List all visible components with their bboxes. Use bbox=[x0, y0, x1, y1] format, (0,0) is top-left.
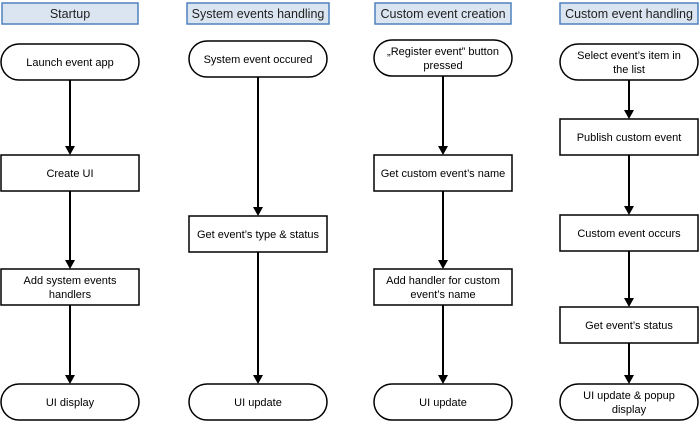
column-header-box bbox=[559, 2, 699, 25]
node-label: UI update bbox=[419, 397, 467, 409]
node-label: display bbox=[612, 404, 647, 416]
terminal-shape bbox=[0, 43, 140, 81]
node-label: UI update & popup bbox=[583, 390, 675, 402]
node-label: Launch event app bbox=[26, 57, 113, 69]
flow-arrowhead bbox=[624, 206, 634, 215]
flow-arrowhead bbox=[65, 146, 75, 155]
process-node: Custom event occurs bbox=[559, 214, 699, 252]
process-box bbox=[188, 215, 328, 253]
flow-arrowhead bbox=[624, 298, 634, 307]
terminal-node: UI update bbox=[373, 383, 513, 421]
terminal-node: System event occured bbox=[188, 40, 328, 78]
node-label: Get event’s type & status bbox=[197, 229, 320, 241]
terminal-node: UI display bbox=[0, 383, 140, 421]
flow-arrowhead bbox=[65, 260, 75, 269]
node-label: Custom event occurs bbox=[577, 228, 681, 240]
column-header-box bbox=[186, 2, 330, 25]
terminal-shape bbox=[373, 39, 513, 77]
node-label: Select event’s item in bbox=[577, 50, 681, 62]
process-box bbox=[559, 214, 699, 252]
process-node: Add system events handlers bbox=[0, 268, 140, 306]
column-header-label: Custom event handling bbox=[565, 7, 693, 21]
flow-arrowhead bbox=[438, 375, 448, 384]
node-label: „Register event” button bbox=[387, 46, 499, 58]
terminal-node: Select event’s item in the list bbox=[559, 43, 699, 81]
terminal-node: „Register event” button pressed bbox=[373, 39, 513, 77]
process-node: Create UI bbox=[0, 154, 140, 192]
column-header-label: System events handling bbox=[192, 7, 325, 21]
flow-arrowhead bbox=[438, 146, 448, 155]
node-label: UI update bbox=[234, 397, 282, 409]
terminal-node: UI update bbox=[188, 383, 328, 421]
column-header-label: Startup bbox=[50, 7, 90, 21]
node-label: event’s name bbox=[410, 289, 475, 301]
process-box bbox=[373, 268, 513, 306]
flow-arrowhead bbox=[624, 110, 634, 119]
process-node: Get event’s status bbox=[559, 306, 699, 344]
node-label: Publish custom event bbox=[577, 132, 682, 144]
process-box bbox=[559, 118, 699, 156]
column-header: Custom event handling bbox=[559, 2, 699, 25]
column-header-label: Custom event creation bbox=[380, 7, 505, 21]
terminal-shape bbox=[559, 43, 699, 81]
column-header-box bbox=[1, 2, 139, 25]
column-header-box bbox=[374, 2, 512, 25]
node-label: Get custom event’s name bbox=[381, 168, 506, 180]
flow-arrowhead bbox=[624, 375, 634, 384]
process-node: Publish custom event bbox=[559, 118, 699, 156]
flow-arrowhead bbox=[438, 260, 448, 269]
process-box bbox=[559, 306, 699, 344]
column-header: Custom event creation bbox=[374, 2, 512, 25]
terminal-node: UI update & popup display bbox=[559, 383, 699, 421]
node-label: System event occured bbox=[204, 54, 313, 66]
terminal-node: Launch event app bbox=[0, 43, 140, 81]
node-label: Create UI bbox=[46, 168, 93, 180]
flow-arrowhead bbox=[65, 375, 75, 384]
node-label: Add system events bbox=[24, 275, 117, 287]
node-label: the list bbox=[613, 64, 645, 76]
column-header: Startup bbox=[1, 2, 139, 25]
terminal-shape bbox=[188, 40, 328, 78]
node-label: handlers bbox=[49, 289, 92, 301]
process-node: Get custom event’s name bbox=[373, 154, 513, 192]
node-label: Get event’s status bbox=[585, 320, 673, 332]
flow-column-3: Custom event creation „Register event” bu… bbox=[373, 2, 513, 421]
process-node: Add handler for custom event’s name bbox=[373, 268, 513, 306]
flow-arrowhead bbox=[253, 375, 263, 384]
column-header: System events handling bbox=[186, 2, 330, 25]
node-label: Add handler for custom bbox=[386, 275, 500, 287]
process-box bbox=[373, 154, 513, 192]
node-label: UI display bbox=[46, 397, 95, 409]
flow-arrowhead bbox=[253, 207, 263, 216]
node-label: pressed bbox=[423, 60, 462, 72]
process-box bbox=[0, 268, 140, 306]
process-node: Get event’s type & status bbox=[188, 215, 328, 253]
